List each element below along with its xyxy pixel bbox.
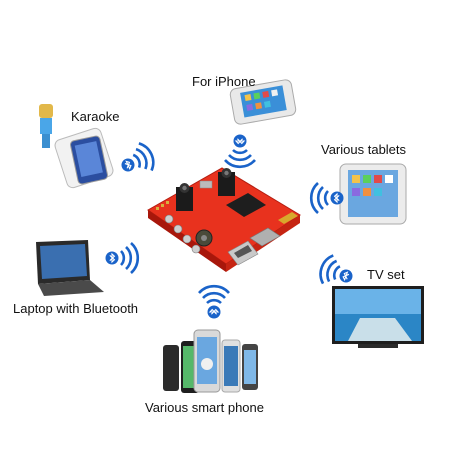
audio-jack: [176, 183, 193, 211]
bluetooth-icon: [223, 133, 257, 169]
chip: [226, 193, 266, 217]
usb-micro-port: [199, 180, 213, 189]
board-buttons: [164, 214, 201, 254]
tv-device: [332, 286, 424, 348]
laptop-device: [36, 240, 104, 296]
audio-jack: [218, 168, 235, 196]
bluetooth-icon: [104, 241, 140, 275]
label-phones: Various smart phone: [145, 400, 264, 415]
bluetooth-icon: [114, 139, 159, 183]
tablet-device: [339, 163, 407, 225]
label-iphone: For iPhone: [192, 74, 256, 89]
bluetooth-icon: [309, 181, 345, 215]
usb-port: [227, 240, 259, 266]
antenna: [278, 212, 298, 224]
microphone-icon: [39, 104, 53, 148]
iphone-device: [229, 79, 297, 125]
sd-slot: [249, 227, 281, 247]
bluetooth-icon: [197, 284, 231, 320]
label-laptop: Laptop with Bluetooth: [13, 301, 139, 316]
label-tablets: Various tablets: [321, 142, 407, 157]
label-tv: TV set: [367, 267, 405, 282]
bluetooth-board: [147, 167, 301, 272]
smartphones-group: [163, 329, 258, 393]
karaoke-phone: [54, 127, 114, 189]
label-karaoke: Karaoke: [71, 109, 120, 124]
